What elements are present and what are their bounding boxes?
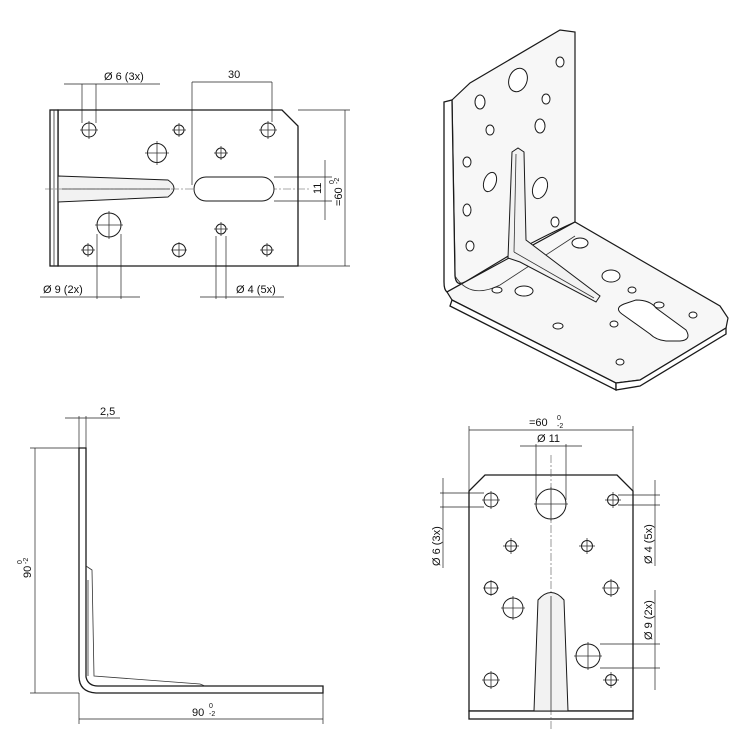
front-dim-60-tol-lower: -2 (557, 423, 563, 430)
top-dim-30-label: 30 (228, 69, 240, 81)
front-dim-d11-label: Ø 11 (537, 433, 560, 445)
front-dim-d4-label: Ø 4 (5x) (643, 524, 655, 564)
top-dim-11-label: 11 (312, 183, 324, 194)
top-dim-60-tol-lower: -2 (334, 178, 341, 184)
side-dim-height-label: 90 (22, 566, 34, 578)
side-dim-width-tol-upper: 0 (209, 703, 213, 710)
top-dim-d4-label: Ø 4 (5x) (236, 284, 276, 296)
front-dim-60-label: =60 (529, 417, 548, 429)
side-dim-width-label: 90 (192, 707, 204, 719)
iso-slot (618, 299, 689, 342)
top-dim-60-tol-upper: 0 (329, 180, 336, 184)
top-dim-d6-label: Ø 6 (3x) (104, 71, 144, 83)
side-dim-thickness-label: 2,5 (100, 406, 115, 418)
front-dim-d9-label: Ø 9 (2x) (643, 600, 655, 640)
side-view: 2,5 90 0 -2 90 0 -2 (17, 406, 324, 724)
side-view-profile (78, 447, 324, 694)
side-dim-height-tol-lower: -2 (23, 558, 30, 564)
isometric-view (443, 29, 729, 392)
front-view: =60 0 -2 Ø 11 Ø 6 (3x) Ø 4 (5x) Ø 9 (2x) (431, 415, 660, 730)
front-dim-d6-label: Ø 6 (3x) (431, 526, 443, 566)
top-dim-60-label: =60 (333, 187, 345, 206)
top-view: Ø 6 (3x) 30 11 =60 0 -2 Ø 9 (2x) Ø 4 (5x… (40, 69, 350, 299)
top-view-slot (193, 176, 275, 202)
side-dim-height-tol-upper: 0 (17, 560, 24, 564)
side-dim-width-tol-lower: -2 (209, 711, 215, 718)
top-dim-d9-label: Ø 9 (2x) (43, 284, 83, 296)
front-dim-60-tol-upper: 0 (557, 415, 561, 422)
iso-rib (507, 147, 601, 303)
